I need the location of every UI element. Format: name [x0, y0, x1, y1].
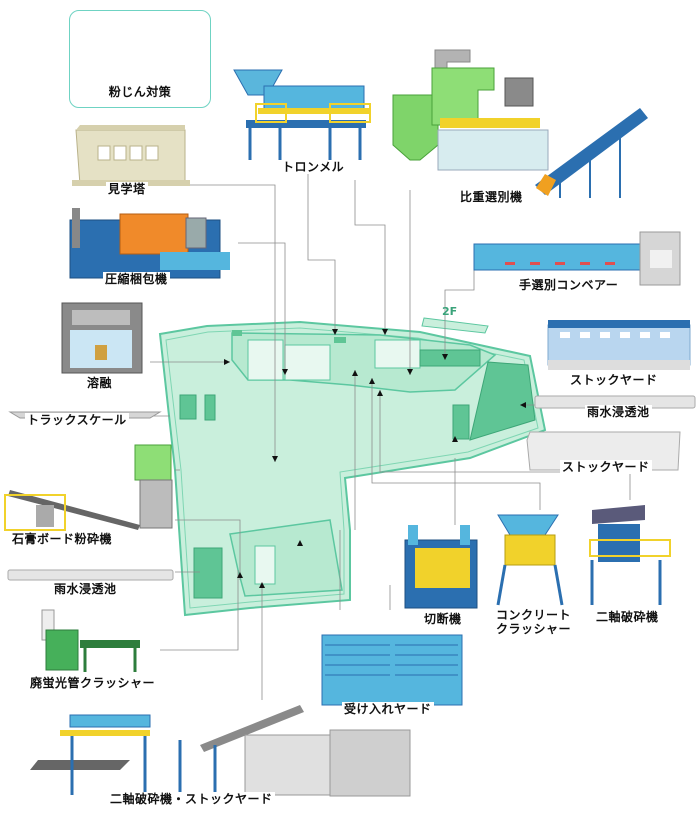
- label-dust-control: 粉じん対策: [108, 85, 172, 99]
- arrow-icon: [332, 329, 338, 335]
- arrow-icon: [452, 436, 458, 442]
- arrow-icon: [369, 378, 375, 384]
- label-gypsum-crusher: 石膏ボード粉砕機: [10, 532, 115, 546]
- label-concrete-crusher-line1: コンクリート: [494, 608, 574, 622]
- gypsum-crusher-illustration: [4, 444, 173, 531]
- label-stock-yard-1: ストックヤード: [568, 373, 660, 387]
- mezzanine-2f: [421, 317, 489, 334]
- label-twin-shaft-crusher: 二軸破砕機: [594, 610, 661, 624]
- label-tower: 見学塔: [106, 182, 148, 196]
- gravity-separator-illustration: [392, 49, 648, 198]
- concrete-crusher-illustration: [496, 514, 564, 606]
- arrow-icon: [382, 329, 388, 335]
- baler-illustration: [69, 208, 230, 279]
- label-trommel: トロンメル: [280, 160, 347, 174]
- cutter-illustration: [404, 525, 478, 609]
- label-2f: 2F: [442, 305, 458, 318]
- arrow-icon: [237, 572, 243, 578]
- trommel-illustration: [233, 69, 371, 160]
- melting-illustration: [61, 302, 143, 374]
- arrow-icon: [282, 369, 288, 375]
- label-cutter: 切断機: [422, 612, 464, 626]
- label-rain-pond-1: 雨水浸透池: [585, 405, 652, 419]
- arrow-icon: [272, 456, 278, 462]
- stock-yard-1-illustration: [547, 320, 691, 370]
- arrow-icon: [259, 582, 265, 588]
- label-fluorescent-crusher: 廃蛍光管クラッシャー: [28, 676, 158, 690]
- arrow-icon: [352, 370, 358, 376]
- label-twin-shaft-stock-yard: 二軸破砕機・ストックヤード: [108, 792, 275, 806]
- fluorescent-crusher-illustration: [41, 609, 140, 672]
- arrows: [224, 329, 526, 588]
- arrow-icon: [442, 354, 448, 360]
- label-rain-pond-2: 雨水浸透池: [52, 582, 119, 596]
- rain-pond-2-illustration: [7, 569, 174, 581]
- arrow-icon: [407, 369, 413, 375]
- arrow-icon: [520, 402, 526, 408]
- hand-sort-conveyor-illustration: [473, 231, 681, 286]
- label-hand-sort-conveyor: 手選別コンベアー: [517, 278, 621, 292]
- arrow-icon: [377, 390, 383, 396]
- site-plan: [158, 320, 547, 617]
- label-truck-scale: トラックスケール: [25, 413, 129, 427]
- label-gravity-separator: 比重選別機: [458, 190, 525, 204]
- label-stock-yard-2: ストックヤード: [560, 460, 652, 474]
- dust-control-panel: 粉じん対策: [69, 10, 211, 108]
- arrow-icon: [224, 359, 230, 365]
- arrow-icon: [297, 540, 303, 546]
- label-receiving-yard: 受け入れヤード: [342, 702, 434, 716]
- leader-lines: [140, 160, 631, 700]
- label-concrete-crusher-line2: クラッシャー: [494, 622, 574, 636]
- receiving-yard-illustration: [321, 634, 463, 706]
- label-baler: 圧縮梱包機: [103, 272, 170, 286]
- label-melting: 溶融: [85, 376, 115, 390]
- twin-shaft-stock-yard-illustration: [30, 705, 411, 797]
- twin-shaft-crusher-1-illustration: [589, 505, 671, 605]
- tower-illustration: [72, 125, 190, 186]
